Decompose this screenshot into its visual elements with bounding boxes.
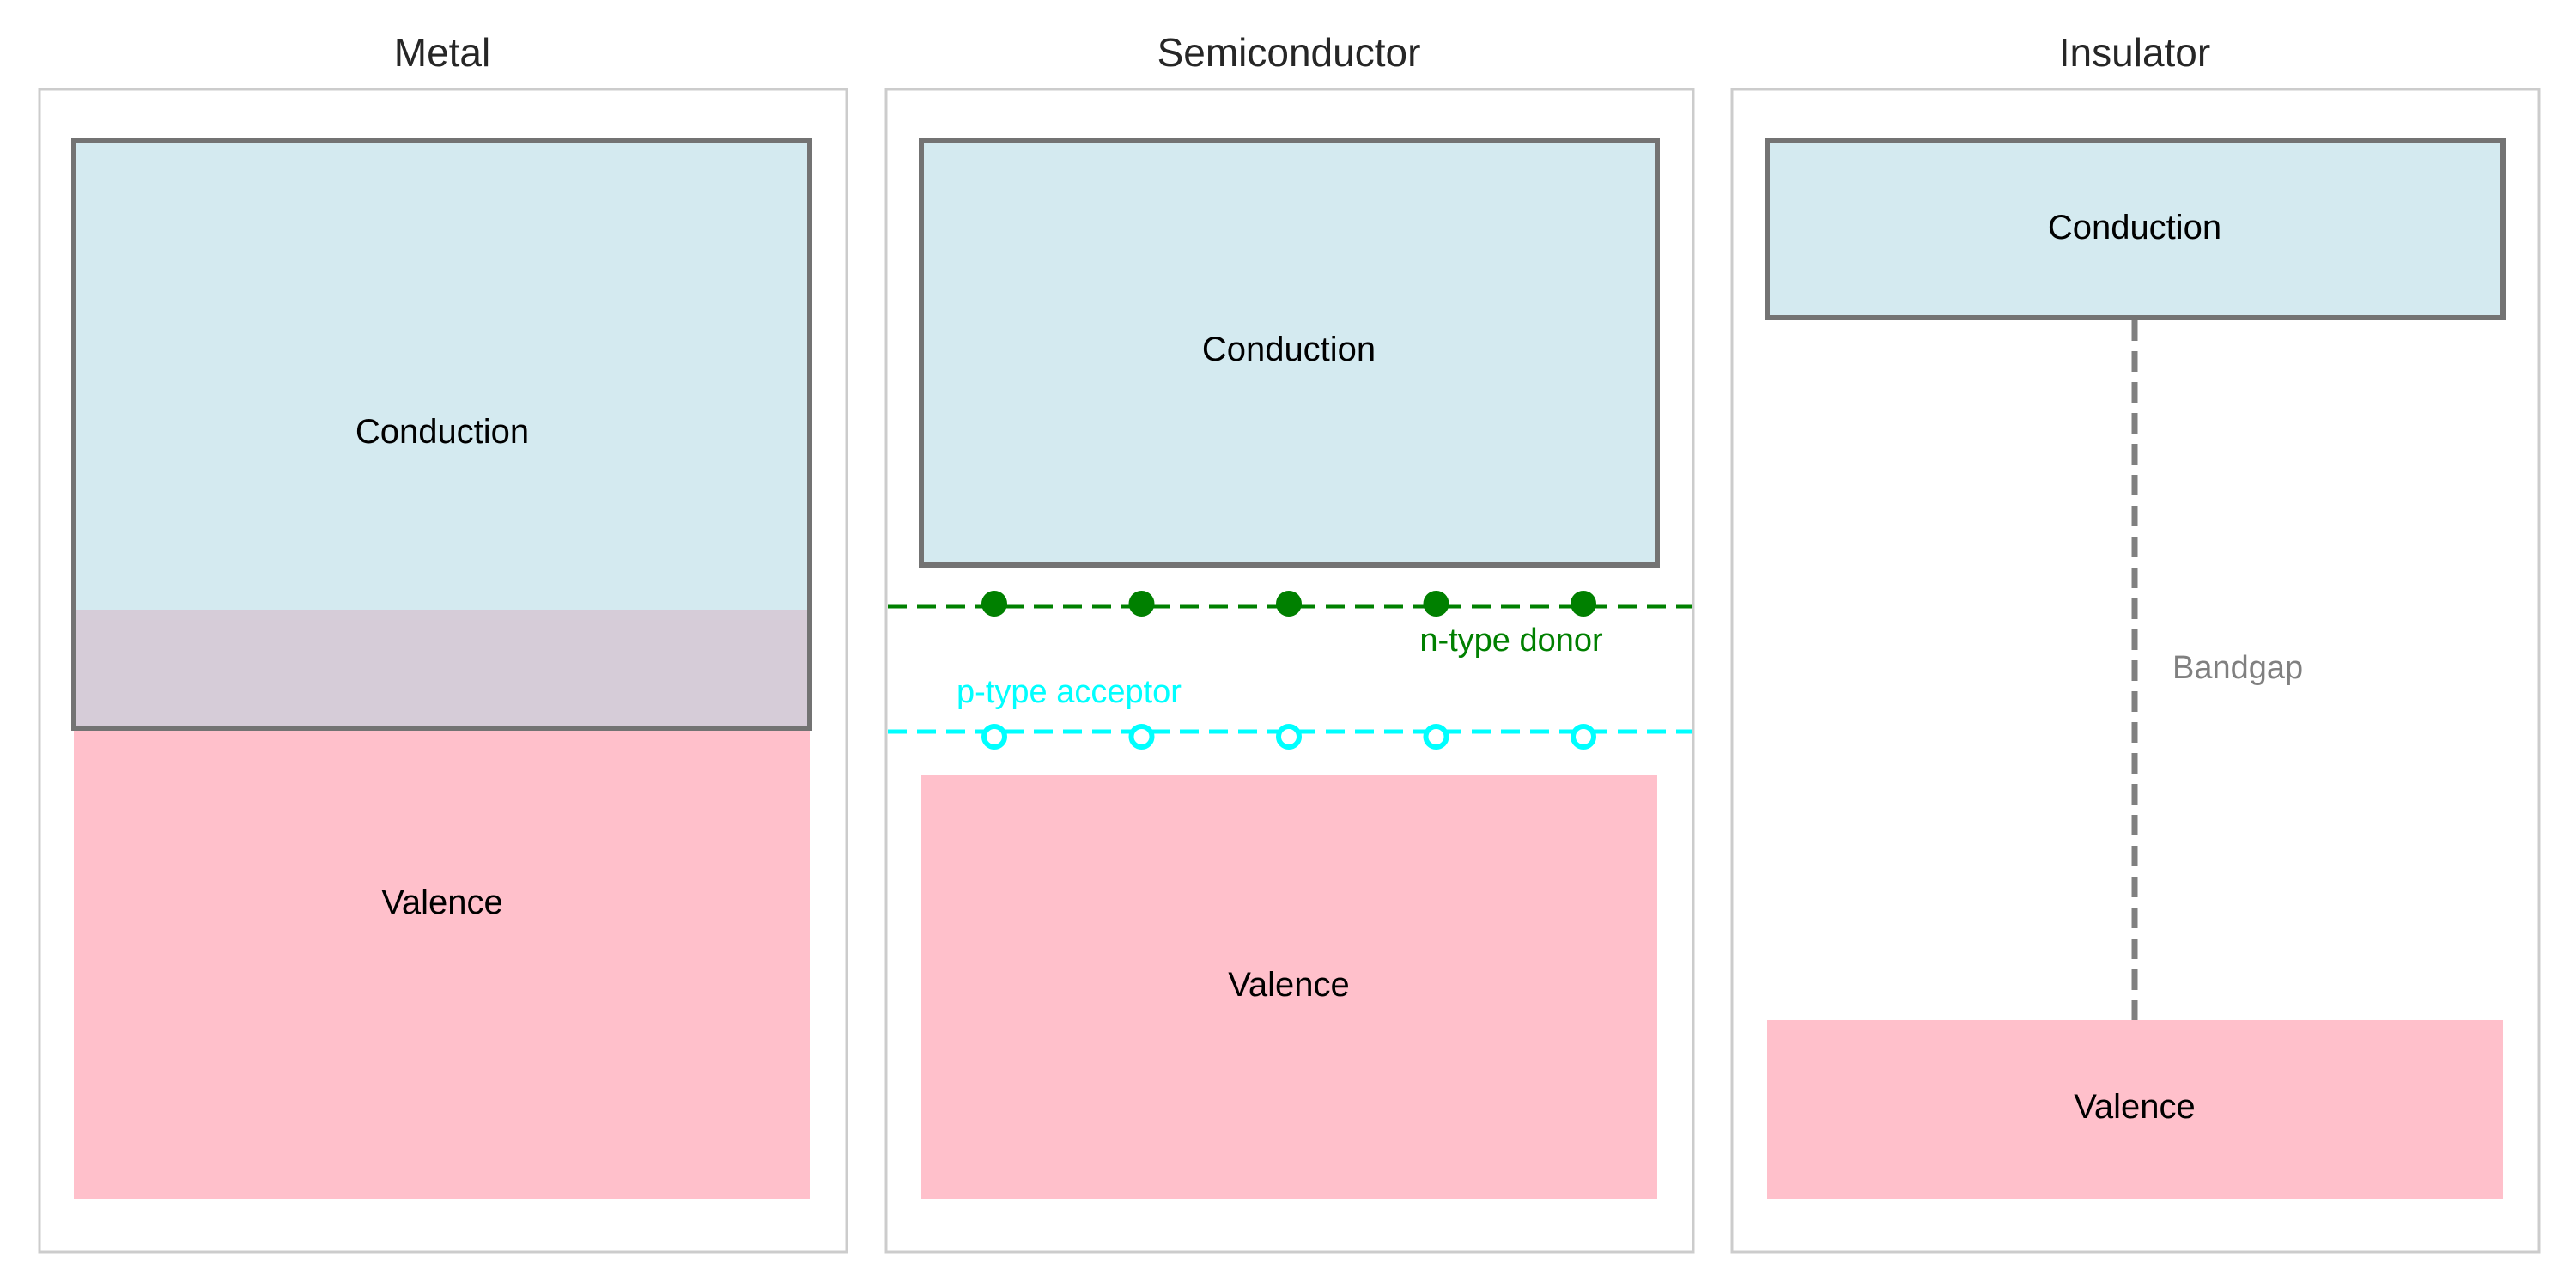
metal-valence-band [74, 728, 810, 1199]
metal-band-overlap [74, 610, 810, 728]
donor-dots [981, 591, 1596, 617]
semiconductor-title: Semiconductor [1157, 30, 1421, 75]
metal-valence-label: Valence [381, 884, 503, 921]
acceptor-dot [1276, 724, 1302, 750]
semiconductor-valence-band [921, 775, 1657, 1199]
acceptor-label: p-type acceptor [957, 674, 1182, 710]
metal-conduction-label: Conduction [355, 413, 529, 451]
semiconductor-conduction-label: Conduction [1202, 331, 1376, 368]
insulator-valence-label: Valence [2074, 1088, 2196, 1126]
acceptor-dot [1571, 724, 1596, 750]
insulator-title: Insulator [2059, 30, 2210, 75]
metal-panel: Metal Conduction Valence [38, 30, 848, 1254]
semiconductor-valence-label: Valence [1228, 966, 1350, 1004]
donor-dot [1423, 591, 1449, 617]
bandgap-label: Bandgap [2172, 650, 2303, 686]
insulator-valence-band [1767, 1020, 2503, 1199]
metal-conduction-edge [71, 138, 812, 731]
insulator-panel: Insulator Bandgap Conduction Valence [1730, 30, 2541, 1254]
metal-title: Metal [394, 30, 490, 75]
insulator-conduction-band [1765, 138, 2506, 320]
insulator-conduction-label: Conduction [2048, 209, 2221, 246]
donor-dot [1571, 591, 1596, 617]
acceptor-dot [1128, 724, 1155, 750]
acceptor-dots [981, 724, 1596, 750]
acceptor-dot [981, 724, 1007, 750]
donor-dot [1276, 591, 1302, 617]
donor-dot [981, 591, 1007, 617]
metal-conduction-band [74, 141, 810, 610]
semiconductor-conduction-band [919, 138, 1660, 568]
acceptor-dot [1423, 724, 1449, 750]
semiconductor-panel: Semiconductor Conduction Valence n-type … [884, 30, 1695, 1254]
donor-dot [1128, 591, 1155, 617]
donor-label: n-type donor [1419, 623, 1603, 659]
